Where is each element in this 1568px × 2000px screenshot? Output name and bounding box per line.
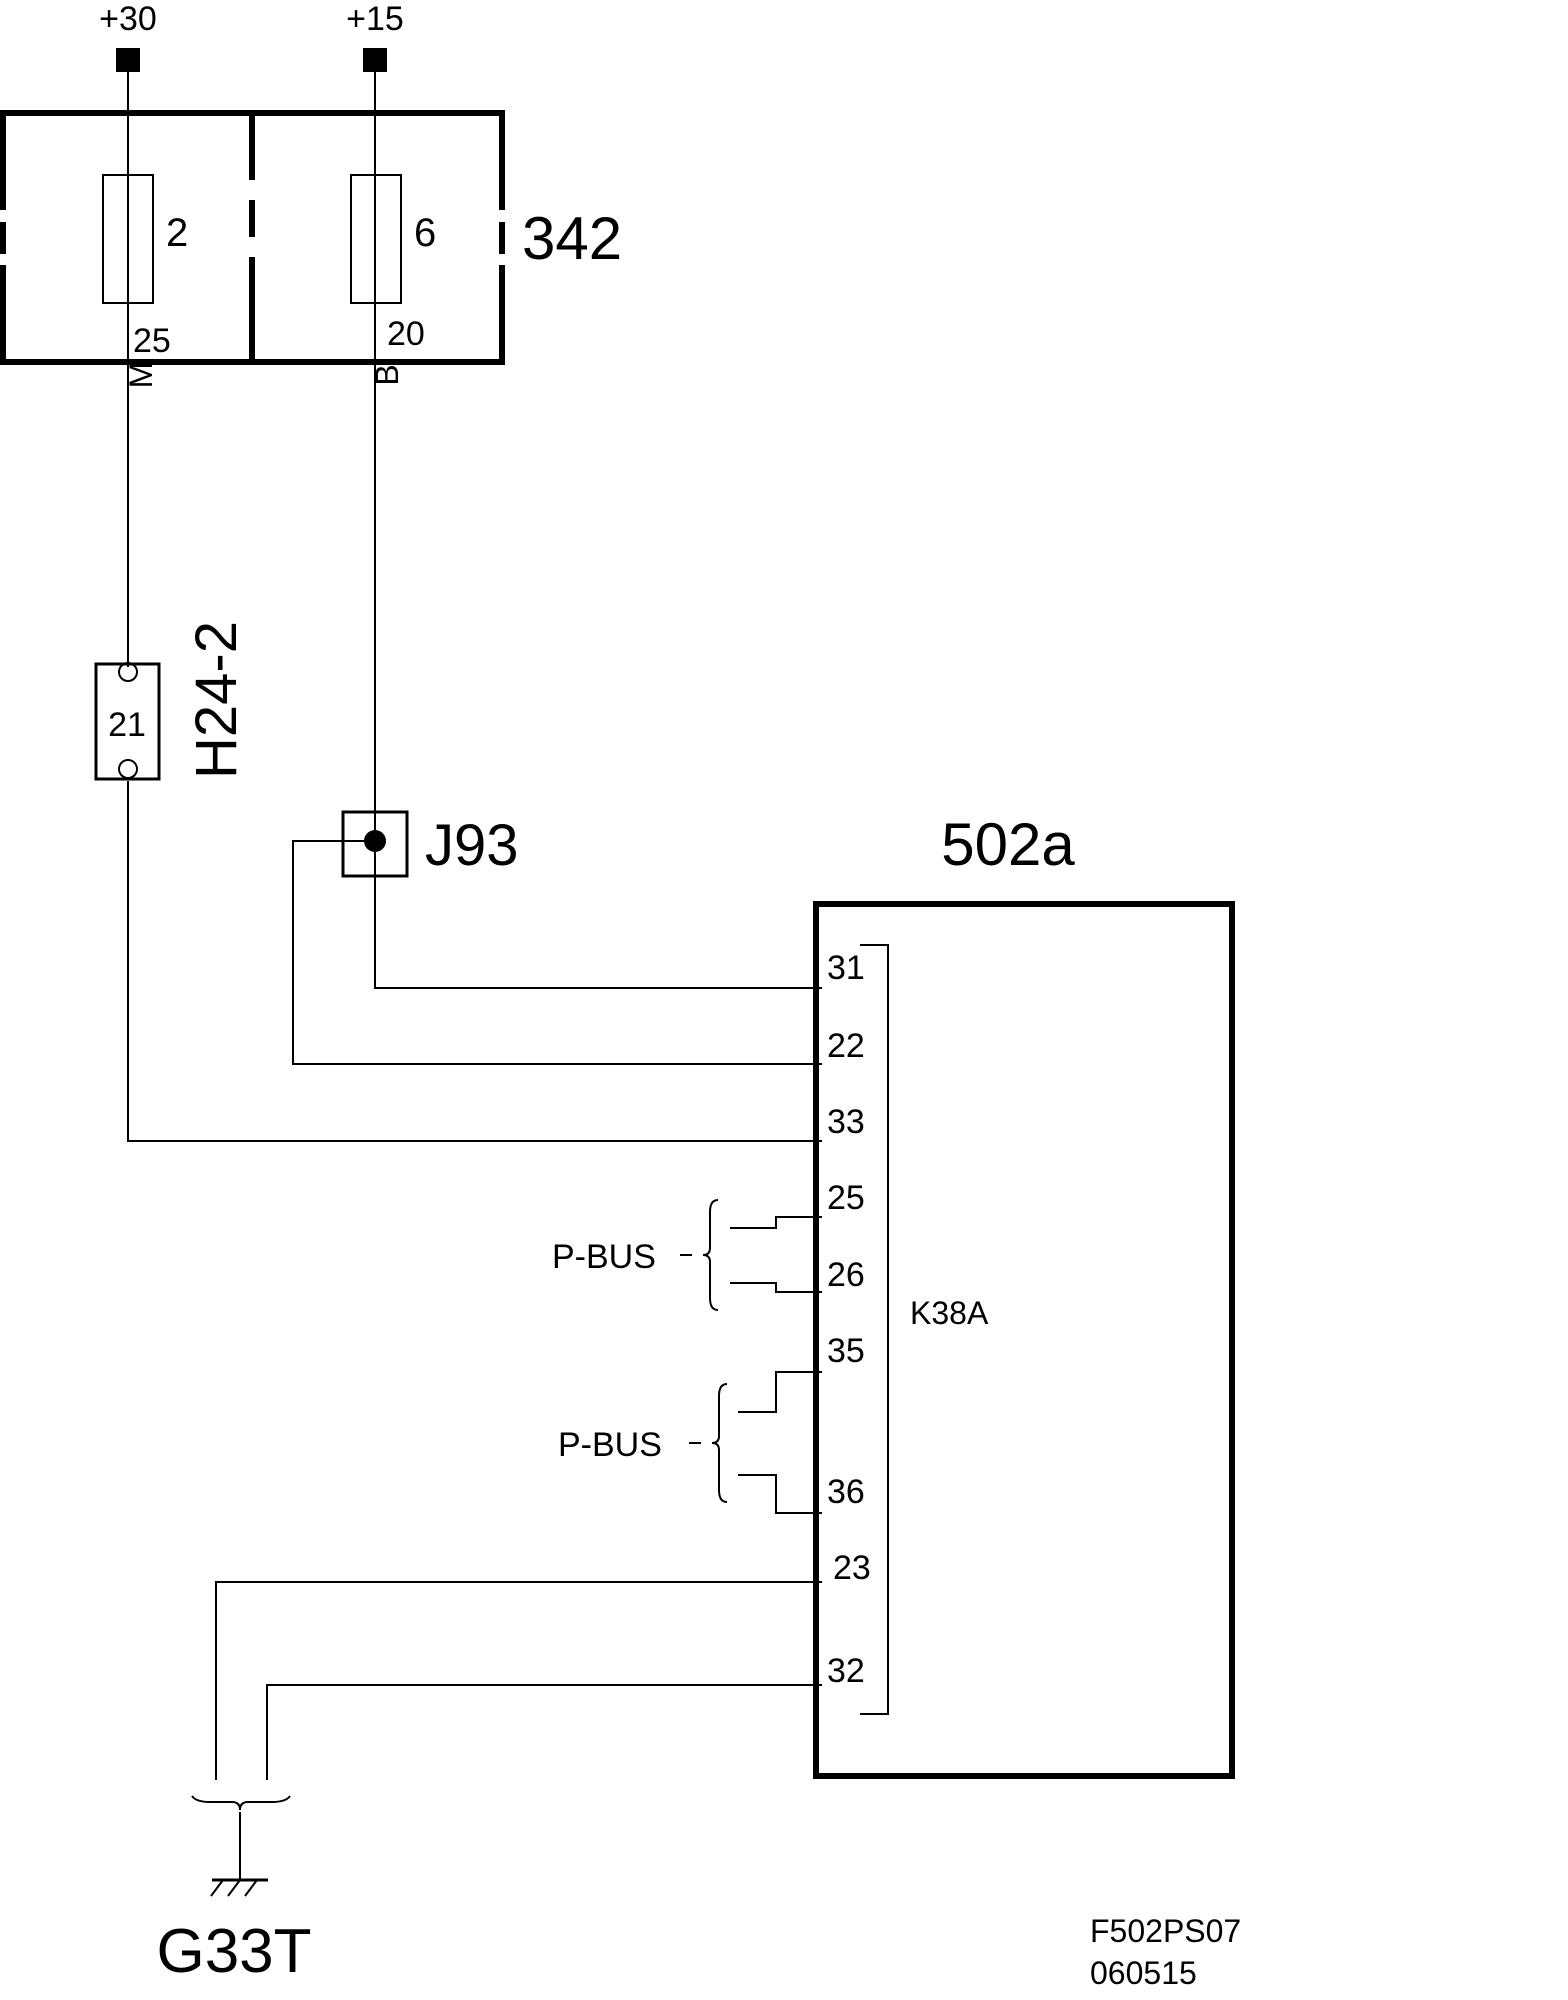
wire-plus15 xyxy=(374,72,822,989)
connector-pin-number: 21 xyxy=(108,706,146,744)
pbus-group-2 xyxy=(689,1371,822,1514)
module-connector-id: K38A xyxy=(910,1295,989,1331)
drawing-code: F502PS07 xyxy=(1090,1913,1241,1949)
ground-wire-brace xyxy=(191,1795,291,1811)
module-pin-labels: 31 22 33 25 26 35 36 23 32 xyxy=(827,949,871,1690)
pin-label: 23 xyxy=(833,1549,871,1587)
module-connector-bracket xyxy=(860,944,889,1715)
supply-terminal-plus30 xyxy=(116,48,140,72)
fuse-number-right: 6 xyxy=(414,211,436,255)
module-id: 502a xyxy=(941,811,1075,878)
pin-label: 36 xyxy=(827,1473,865,1511)
ground-symbol xyxy=(210,1812,268,1897)
supply-label-plus30: +30 xyxy=(99,0,157,38)
connector-pin-bottom xyxy=(118,759,138,779)
splice-j93 xyxy=(341,810,409,878)
pin-label: 22 xyxy=(827,1027,865,1065)
splice-id: J93 xyxy=(425,813,519,878)
ground-id: G33T xyxy=(156,1917,311,1986)
connector-pin-top xyxy=(118,662,138,682)
pbus-label-2: P-BUS xyxy=(558,1426,662,1464)
supply-terminal-plus15 xyxy=(363,48,387,72)
splice-dot xyxy=(364,830,386,852)
wire-pin32-ground xyxy=(266,1684,822,1780)
wire-pin23-ground xyxy=(215,1581,822,1780)
wire-color-right: B xyxy=(369,364,405,385)
pin-label: 25 xyxy=(827,1179,865,1217)
pin-label: 35 xyxy=(827,1332,865,1370)
pbus-label-1: P-BUS xyxy=(552,1238,656,1276)
wire-splice-branch xyxy=(292,840,822,1065)
fuse-pin-right: 20 xyxy=(387,315,425,353)
fusebox-342 xyxy=(0,110,505,365)
pbus-group-1 xyxy=(680,1199,822,1311)
fuse-number-left: 2 xyxy=(166,211,188,255)
connector-id: H24-2 xyxy=(184,621,249,779)
fusebox-id: 342 xyxy=(522,205,622,272)
drawing-date: 060515 xyxy=(1090,1955,1197,1991)
wire-plus30-lower xyxy=(127,781,822,1142)
pin-label: 32 xyxy=(827,1652,865,1690)
pin-label: 33 xyxy=(827,1103,865,1141)
module-502a xyxy=(813,901,1235,1779)
supply-label-plus15: +15 xyxy=(346,0,404,38)
pin-label: 26 xyxy=(827,1256,865,1294)
fuse-pin-left: 25 xyxy=(133,322,171,360)
pin-label: 31 xyxy=(827,949,865,987)
